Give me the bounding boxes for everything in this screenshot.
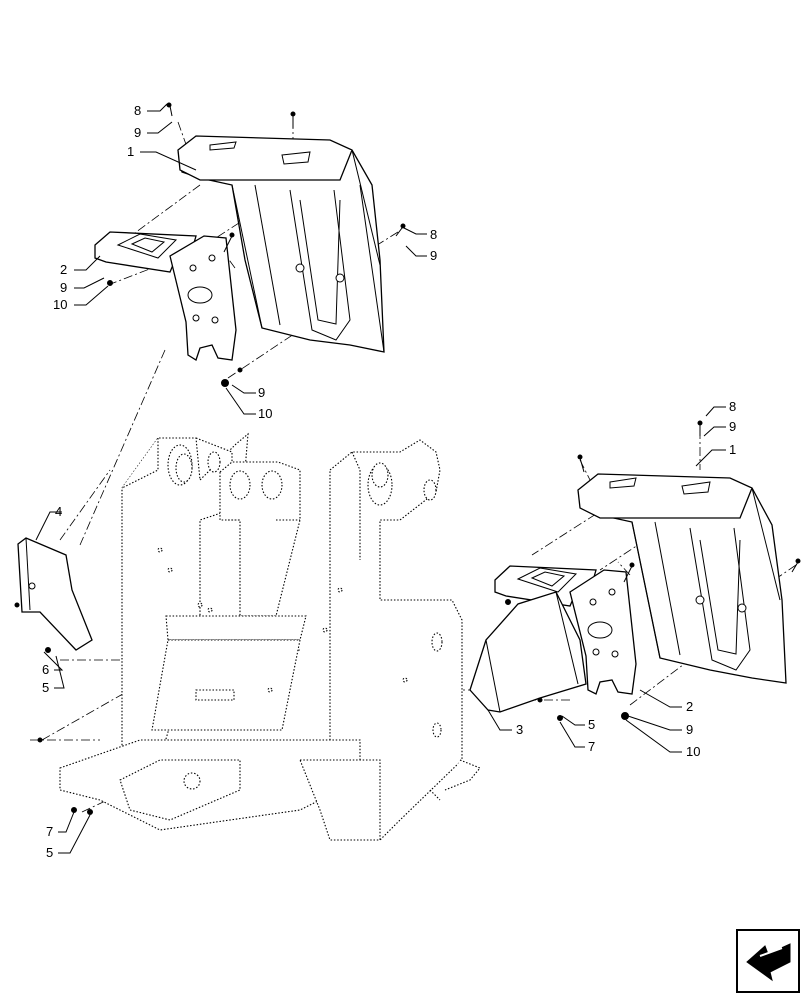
callout-label: 1 (127, 144, 134, 159)
callout-label: 9 (134, 125, 141, 140)
callout-label: 5 (42, 680, 49, 695)
callout-labels: 8 9 1 8 9 2 9 10 9 10 4 6 5 7 5 8 9 1 3 … (42, 103, 736, 860)
callout-label: 3 (516, 722, 523, 737)
callout-label: 8 (430, 227, 437, 242)
callout-label: 4 (55, 504, 62, 519)
leader-lines (35, 103, 726, 854)
callout-label: 2 (686, 699, 693, 714)
callout-label: 9 (258, 385, 265, 400)
callout-label: 10 (53, 297, 67, 312)
callout-label: 5 (588, 717, 595, 732)
right-fender-assembly (469, 420, 801, 721)
mud-shield (469, 591, 587, 713)
callout-label: 8 (729, 399, 736, 414)
loader-frame (59, 432, 481, 841)
callout-label: 1 (729, 442, 736, 457)
callout-label: 9 (729, 419, 736, 434)
next-page-arrow-icon[interactable] (736, 929, 800, 993)
callout-label: 10 (258, 406, 272, 421)
callout-label: 8 (134, 103, 141, 118)
callout-label: 10 (686, 744, 700, 759)
callout-label: 5 (46, 845, 53, 860)
callout-label: 7 (588, 739, 595, 754)
callout-label: 7 (46, 824, 53, 839)
callout-label: 9 (430, 248, 437, 263)
left-fender-assembly (94, 102, 406, 387)
callout-label: 9 (686, 722, 693, 737)
callout-label: 9 (60, 280, 67, 295)
callout-label: 2 (60, 262, 67, 277)
callout-label: 6 (42, 662, 49, 677)
